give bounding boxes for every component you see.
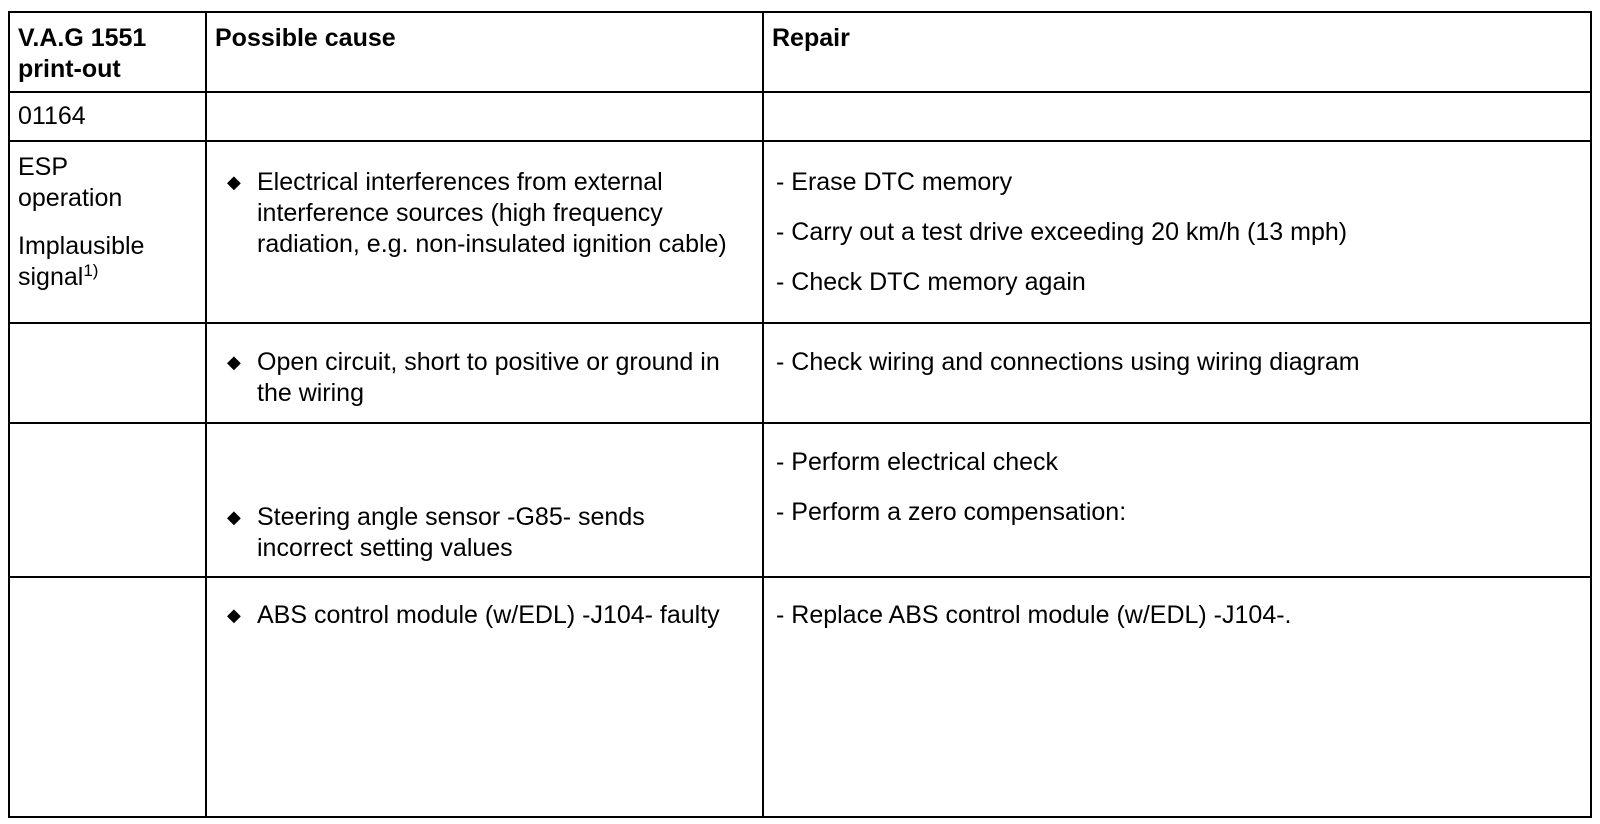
table-row: ◆ ABS control module (w/EDL) -J104- faul… [8, 576, 1592, 818]
repair-step: - Check wiring and connections using wir… [776, 348, 1360, 376]
diamond-bullet-icon: ◆ [227, 605, 241, 625]
repair-cell: - Perform electrical check - Perform a z… [762, 422, 1592, 578]
header-cell-repair: Repair [762, 11, 1592, 93]
empty-printout-cell [8, 322, 207, 424]
table-header-row: V.A.G 1551 print-out Possible cause Repa… [8, 11, 1592, 93]
fault-component: ESP operation [18, 153, 123, 212]
fault-type: Implausible signal1) [18, 231, 168, 293]
cause-text: Steering angle sensor -G85- sends incorr… [257, 503, 645, 562]
dtc-code: 01164 [18, 102, 86, 130]
header-cell-printout: V.A.G 1551 print-out [8, 11, 207, 93]
code-empty-cause [205, 91, 764, 142]
cause-text: Electrical interferences from external i… [257, 168, 727, 258]
header-cause-label: Possible cause [215, 24, 396, 52]
header-repair-label: Repair [772, 24, 850, 52]
repair-cell: - Erase DTC memory - Carry out a test dr… [762, 140, 1592, 324]
cause-cell: ◆ Steering angle sensor -G85- sends inco… [205, 422, 764, 578]
repair-cell: - Replace ABS control module (w/EDL) -J1… [762, 576, 1592, 818]
code-row: 01164 [8, 91, 1592, 142]
empty-printout-cell [8, 422, 207, 578]
table-row: ◆ Steering angle sensor -G85- sends inco… [8, 422, 1592, 578]
repair-step: - Replace ABS control module (w/EDL) -J1… [776, 601, 1292, 629]
fault-description-cell: ESP operation Implausible signal1) [8, 140, 207, 324]
header-cell-cause: Possible cause [205, 11, 764, 93]
repair-step: - Perform electrical check [776, 448, 1059, 476]
cause-cell: ◆ Open circuit, short to positive or gro… [205, 322, 764, 424]
repair-step: - Erase DTC memory [776, 168, 1013, 196]
repair-cell: - Check wiring and connections using wir… [762, 322, 1592, 424]
dtc-table: V.A.G 1551 print-out Possible cause Repa… [8, 11, 1592, 818]
repair-step: - Carry out a test drive exceeding 20 km… [776, 218, 1348, 246]
code-cell: 01164 [8, 91, 207, 142]
cause-text: Open circuit, short to positive or groun… [257, 348, 720, 407]
table-row: ◆ Open circuit, short to positive or gro… [8, 322, 1592, 424]
header-printout-label: V.A.G 1551 print-out [18, 24, 147, 83]
empty-printout-cell [8, 576, 207, 818]
repair-step: - Check DTC memory again [776, 268, 1086, 296]
diamond-bullet-icon: ◆ [227, 352, 241, 372]
code-empty-repair [762, 91, 1592, 142]
table-row: ESP operation Implausible signal1) ◆ Ele… [8, 140, 1592, 324]
cause-cell: ◆ ABS control module (w/EDL) -J104- faul… [205, 576, 764, 818]
diamond-bullet-icon: ◆ [227, 507, 241, 527]
diamond-bullet-icon: ◆ [227, 172, 241, 192]
footnote-mark: 1) [83, 261, 99, 280]
cause-text: ABS control module (w/EDL) -J104- faulty [257, 601, 720, 629]
fault-type-text: Implausible signal [18, 232, 145, 291]
cause-cell: ◆ Electrical interferences from external… [205, 140, 764, 324]
repair-step: - Perform a zero compensation: [776, 498, 1127, 526]
